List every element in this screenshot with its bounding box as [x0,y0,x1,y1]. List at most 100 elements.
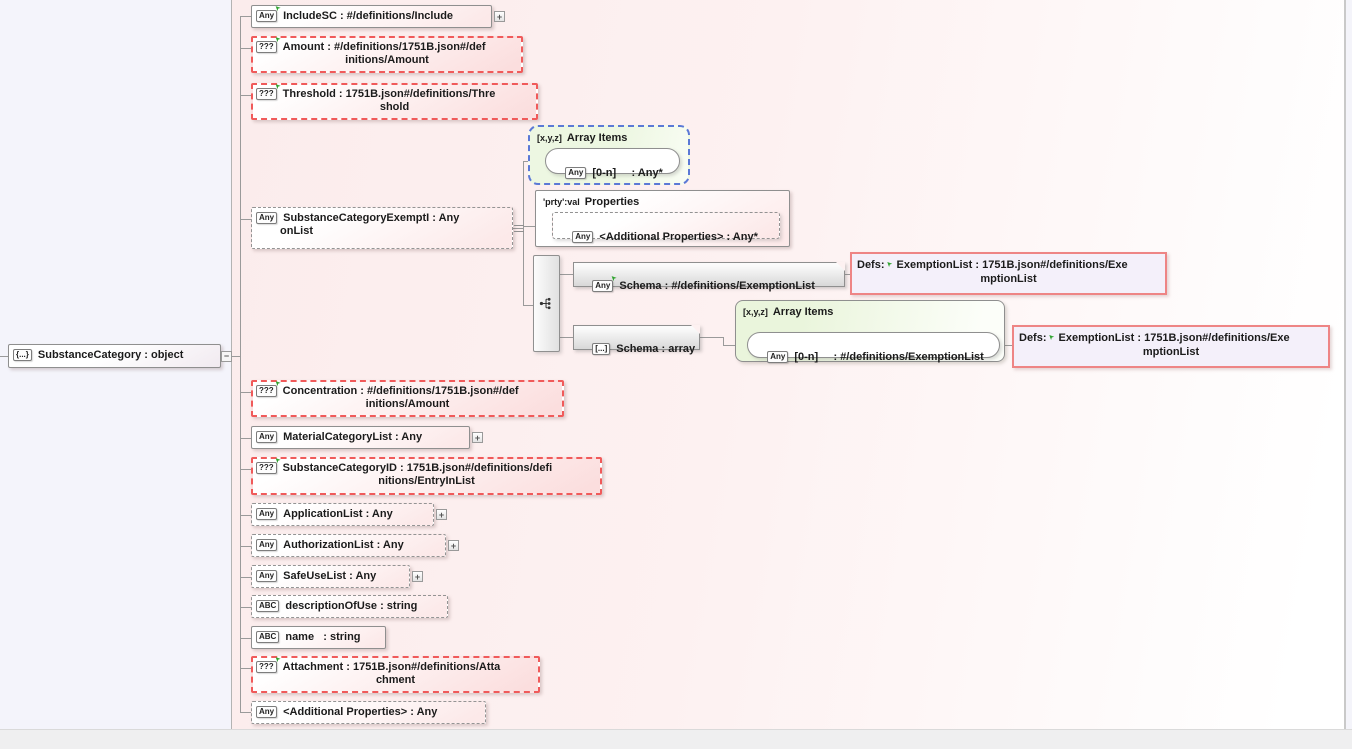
node-label-wrap: nitions/EntryInList [378,475,475,487]
property-node-safeuselist[interactable]: Any SafeUseList : Any [251,565,423,588]
type-badge: Any [256,706,278,718]
array-badge: [x,y,z] [743,307,768,317]
type-badge: ABC [256,631,280,643]
property-node-additional-properties[interactable]: Any <Additional Properties> : Any [251,701,486,724]
defs-reference-box-top[interactable]: Defs: ExemptionList : 1751B.json#/definit… [850,252,1167,295]
array-item-node-exemptionlist[interactable]: Any [0-n] : #/definitions/ExemptionList [747,332,1000,363]
node-label: descriptionOfUse : string [285,600,418,612]
reference-icon [275,32,283,40]
property-node-substancecategoryid[interactable]: ??? SubstanceCategoryID : 1751B.json#/def… [251,457,602,495]
node-label: SafeUseList : Any [283,570,377,582]
node-label-wrap: chment [375,674,416,686]
expand-toggle[interactable] [412,570,423,582]
node-label: <Additional Properties> : Any [283,706,438,718]
type-badge: ??? [256,41,277,53]
reference-icon [1048,332,1057,341]
node-label: Attachment : 1751B.json#/definitions/Att… [282,661,501,673]
type-badge: Any [256,10,278,22]
array-item-node-any[interactable]: Any [0-n] : Any* [545,148,680,179]
root-node-substancecategory[interactable]: {...} SubstanceCategory : object [8,344,221,368]
node-label: Threshold : 1751B.json#/definitions/Thre [282,88,496,100]
expand-toggle[interactable] [494,10,505,22]
node-label: MaterialCategoryList : Any [283,431,423,443]
item-label: [0-n] : Any* [592,167,663,179]
property-node-includesc[interactable]: Any IncludeSC : #/definitions/Include [251,5,505,28]
collapse-toggle[interactable] [221,351,232,362]
defs-label: Defs: [1019,332,1047,344]
scrollbar-track-edge[interactable] [1344,0,1346,729]
defs-reference-box-bottom[interactable]: Defs: ExemptionList : 1751B.json#/definit… [1012,325,1330,368]
reference-icon [275,453,283,461]
type-badge: ??? [256,462,277,474]
defs-text-wrap: mptionList [1142,346,1200,358]
schema-option-exemptionlist[interactable]: Any Schema : #/definitions/ExemptionList [573,262,845,292]
node-label: SubstanceCategoryID : 1751B.json#/defini… [282,462,553,474]
property-node-descriptionofuse[interactable]: ABC descriptionOfUse : string [251,595,448,618]
expand-toggle[interactable] [448,539,459,551]
reference-icon [275,1,283,9]
type-badge: Any [256,212,278,224]
type-badge: [...] [592,343,611,355]
type-badge: ??? [256,385,277,397]
type-badge: ??? [256,88,277,100]
type-badge: Any [592,280,614,292]
group-title: [x,y,z]Array Items [743,306,834,318]
defs-label: Defs: [857,259,885,271]
property-node-attachment[interactable]: ??? Attachment : 1751B.json#/definitions/… [251,656,540,693]
defs-text-wrap: mptionList [980,273,1037,285]
schema-option-array[interactable]: [...] Schema : array [573,325,700,355]
property-node-amount[interactable]: ??? Amount : #/definitions/1751B.json#/de… [251,36,523,73]
choice-icon [539,297,551,310]
node-label: IncludeSC : #/definitions/Include [283,10,454,22]
node-label: Concentration : #/definitions/1751B.json… [282,385,519,397]
reference-icon [275,79,283,87]
type-badge: Any [256,570,278,582]
node-label: SubstanceCategoryExemptI : Any [283,212,460,224]
additional-properties-item-node[interactable]: Any <Additional Properties> : Any* [552,212,780,243]
option-label: Schema : #/definitions/ExemptionList [619,280,815,292]
reference-icon [275,652,283,660]
root-label: SubstanceCategory : object [37,349,184,361]
option-label: Schema : array [616,343,696,355]
node-label: name : string [285,631,361,643]
reference-icon [611,271,619,279]
node-label-wrap: initions/Amount [365,398,450,410]
node-label: Amount : #/definitions/1751B.json#/def [282,41,486,53]
node-label-wrap: initions/Amount [345,54,429,66]
anyof-choice-selector[interactable] [533,255,560,352]
property-node-materialcategorylist[interactable]: Any MaterialCategoryList : Any [251,426,483,449]
expand-toggle[interactable] [436,508,447,520]
defs-text: ExemptionList : 1751B.json#/definitions/… [896,259,1128,271]
collapse-toggle[interactable] [514,225,524,232]
bottom-status-strip [0,729,1352,749]
type-badge: Any [767,351,789,363]
array-badge: [x,y,z] [537,133,562,143]
item-label: [0-n] : #/definitions/ExemptionList [794,351,984,363]
type-badge: Any [565,167,587,179]
node-label: ApplicationList : Any [283,508,393,520]
type-badge: ABC [256,600,280,612]
type-badge: Any [256,539,278,551]
property-node-threshold[interactable]: ??? Threshold : 1751B.json#/definitions/T… [251,83,538,120]
node-label-wrap: shold [379,101,410,113]
type-badge: Any [256,508,278,520]
type-badge: ??? [256,661,277,673]
item-label: <Additional Properties> : Any* [599,231,758,243]
node-label-wrap: onList [280,225,313,237]
property-node-applicationlist[interactable]: Any ApplicationList : Any [251,503,447,526]
object-type-badge: {...} [13,349,32,361]
type-badge: Any [256,431,278,443]
type-badge: Any [572,231,594,243]
properties-badge: 'prty':val [543,197,580,207]
reference-icon [275,376,283,384]
property-node-substancecategoryexemptionlist[interactable]: Any SubstanceCategoryExemptI : Any onList [251,207,513,249]
property-node-name[interactable]: ABC name : string [251,626,386,649]
group-title: [x,y,z]Array Items [537,132,628,144]
property-node-concentration[interactable]: ??? Concentration : #/definitions/1751B.j… [251,380,564,417]
expand-toggle[interactable] [472,431,483,443]
defs-text: ExemptionList : 1751B.json#/definitions/… [1058,332,1290,344]
reference-icon [886,259,895,268]
